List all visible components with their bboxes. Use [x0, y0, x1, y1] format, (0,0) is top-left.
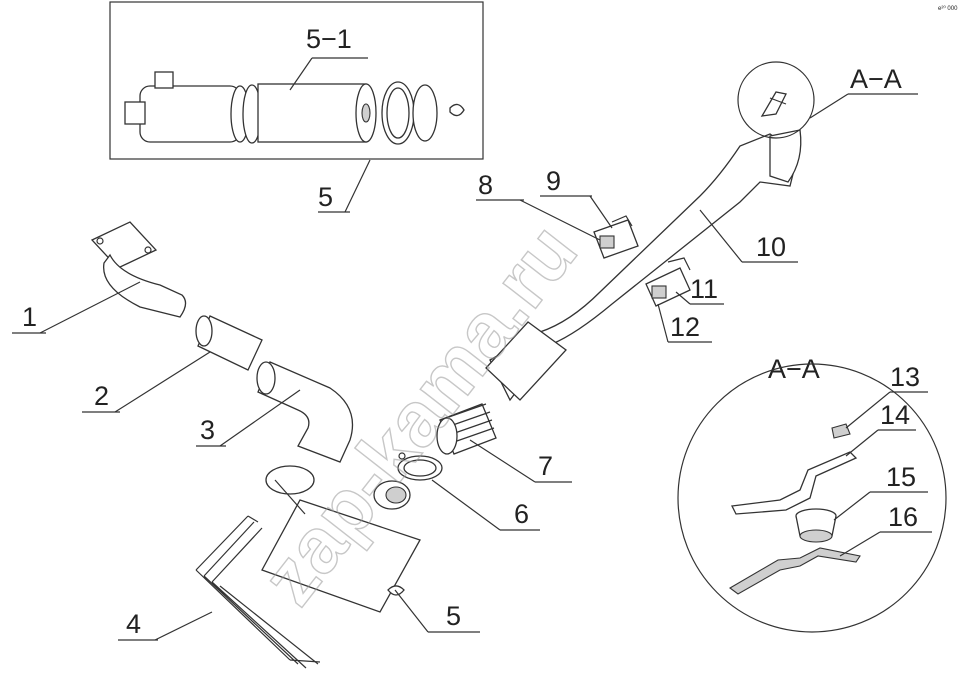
part-6-clamp [397, 452, 443, 481]
part-8-9-bracket [593, 215, 639, 259]
callout-2: 2 [94, 381, 109, 411]
callout-3: 3 [200, 415, 215, 445]
callout-4: 4 [126, 609, 141, 639]
part-15-rubber-mount [795, 508, 837, 543]
callout-10: 10 [756, 232, 786, 262]
part-2-sleeve [195, 315, 263, 371]
callout-6: 6 [514, 499, 529, 529]
callout-5-lower: 5 [446, 601, 461, 631]
callout-5-inset: 5 [318, 182, 333, 212]
part-16-lower-bracket [729, 547, 861, 595]
muffler-inset: 5−1 [109, 1, 484, 160]
part-7-flex-hose [436, 403, 497, 455]
part-5-muffler [261, 465, 421, 613]
part-4-tubes [195, 515, 321, 669]
callout-13: 13 [890, 362, 920, 392]
callout-5-1: 5−1 [306, 24, 352, 54]
watermark-text: zap-kama.ru [244, 208, 594, 621]
section-a-a-detail [677, 363, 947, 633]
callout-14: 14 [880, 400, 910, 430]
callout-9: 9 [546, 166, 561, 196]
callout-7: 7 [538, 451, 553, 481]
muffler-rings-drawing [381, 81, 465, 145]
part-11-12-bracket [645, 257, 691, 307]
part-3-bent-pipe [256, 361, 354, 463]
part-13-nut [831, 423, 851, 439]
part-14-bracket [731, 451, 858, 515]
part-1-elbow [90, 221, 187, 318]
callout-16: 16 [888, 502, 918, 532]
corner-mark: e²⁰ 000 [938, 5, 958, 12]
callout-15: 15 [886, 462, 916, 492]
label-a-a-top: A−A [850, 64, 902, 94]
callout-8: 8 [478, 170, 493, 200]
muffler-body-drawing [124, 71, 377, 144]
part-10-exhaust-pipe [485, 129, 802, 402]
callout-1: 1 [22, 302, 37, 332]
callout-11: 11 [690, 274, 718, 304]
section-a-a-marker [737, 61, 815, 139]
callout-12: 12 [670, 312, 700, 342]
